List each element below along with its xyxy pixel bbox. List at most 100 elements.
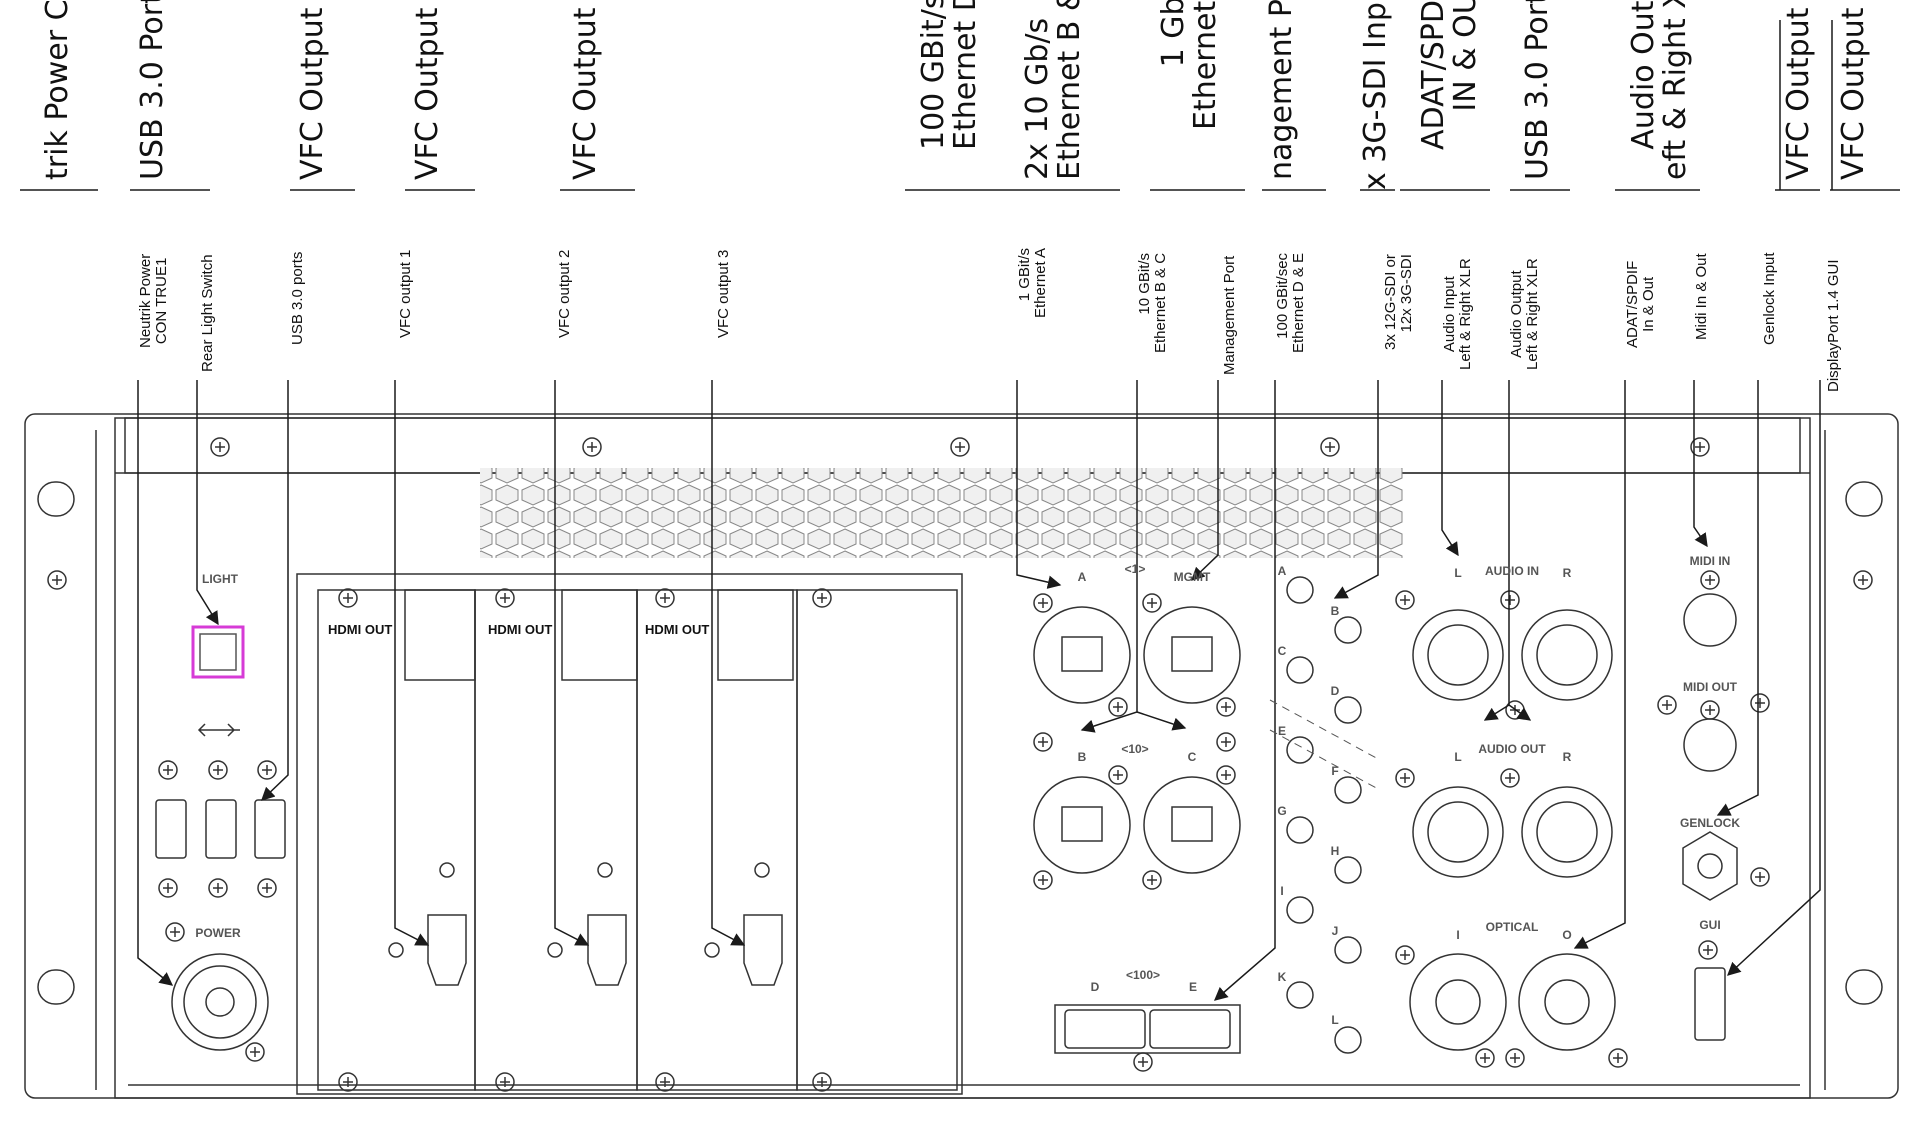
screw-cross xyxy=(817,1077,827,1087)
screw-cross xyxy=(1858,575,1868,585)
screw-cross xyxy=(213,765,223,775)
screw-cross xyxy=(1147,598,1157,608)
header-label-vfc1-d: VFC Output 1 xyxy=(1836,0,1871,180)
screw xyxy=(1500,768,1520,788)
label-genlock: GENLOCK xyxy=(1680,816,1740,830)
screw xyxy=(1505,1048,1525,1068)
screw xyxy=(245,1042,265,1062)
screw xyxy=(1698,940,1718,960)
screw xyxy=(582,437,602,457)
xlr-connectors xyxy=(1409,609,1616,1051)
label-eth-10: <10> xyxy=(1121,742,1149,756)
screw-cross xyxy=(660,593,670,603)
label-sdi-c: C xyxy=(1277,644,1287,658)
label-hdmi-out-3: HDMI OUT xyxy=(645,622,710,637)
label-sdi-b: B xyxy=(1330,604,1340,618)
screw-cross xyxy=(262,883,272,893)
screw-cross xyxy=(1221,770,1231,780)
label-sdi-g: G xyxy=(1277,804,1287,818)
screw xyxy=(1750,693,1770,713)
screw xyxy=(158,760,178,780)
power-connector xyxy=(171,953,269,1051)
screw xyxy=(1608,1048,1628,1068)
screw xyxy=(208,878,228,898)
screw-cross xyxy=(1662,700,1672,710)
label-sdi-j: J xyxy=(1331,924,1339,938)
screw xyxy=(950,437,970,457)
screw xyxy=(1700,700,1720,720)
label-hdmi-out-1: HDMI OUT xyxy=(328,622,393,637)
screw-cross xyxy=(163,883,173,893)
header-label-100g: 100 GBit/sec Ethernet D & E xyxy=(916,0,983,150)
screw xyxy=(812,588,832,608)
screw-cross xyxy=(1138,1057,1148,1067)
screw xyxy=(1142,870,1162,890)
label-audio-out: AUDIO OUT xyxy=(1478,742,1546,756)
callout-light-switch: Rear Light Switch xyxy=(199,254,216,372)
screw xyxy=(47,570,67,590)
sdi-connectors xyxy=(1286,576,1362,1054)
label-eth-b: B xyxy=(1077,750,1087,764)
label-audio-in: AUDIO IN xyxy=(1485,564,1539,578)
label-optical: OPTICAL xyxy=(1485,920,1539,934)
label-audio-in-r: R xyxy=(1562,566,1572,580)
screw-cross xyxy=(1505,773,1515,783)
header-label-10g: 2x 10 Gb/s Ethernet B & C xyxy=(1020,0,1087,180)
header-label-vfc1-c: VFC Output 1 xyxy=(1781,0,1816,180)
screw-cross xyxy=(1113,770,1123,780)
callout-vfc2: VFC output 2 xyxy=(556,249,573,338)
label-audio-out-l: L xyxy=(1454,750,1462,764)
header-label-1g: 1 Gb/s Ethernet A xyxy=(1156,0,1223,130)
header-label-vfc1-a: VFC Output 1 xyxy=(295,0,330,180)
screw xyxy=(1033,870,1053,890)
screw-cross xyxy=(1400,950,1410,960)
screw-cross xyxy=(250,1047,260,1057)
label-optical-out: O xyxy=(1562,928,1572,942)
screw-cross xyxy=(1705,705,1715,715)
screw xyxy=(1395,945,1415,965)
label-sdi-e: E xyxy=(1277,724,1287,738)
label-sdi-h: H xyxy=(1330,844,1340,858)
screw xyxy=(495,588,515,608)
light-switch[interactable] xyxy=(191,625,245,679)
screw-cross xyxy=(262,765,272,775)
screw-cross xyxy=(1695,442,1705,452)
screw-cross xyxy=(660,1077,670,1087)
screw-cross xyxy=(1113,702,1123,712)
header-label-audio-out: Audio Output eft & Right XLR xyxy=(1626,0,1693,180)
screw-cross xyxy=(1505,595,1515,605)
screw-cross xyxy=(500,1077,510,1087)
callout-vfc3: VFC output 3 xyxy=(715,249,732,338)
screw xyxy=(165,922,185,942)
callout-eth-bc: 10 GBit/s Ethernet B & C xyxy=(1136,252,1169,353)
screw xyxy=(210,437,230,457)
screw xyxy=(1395,590,1415,610)
screw-cross xyxy=(1703,945,1713,955)
callout-lines xyxy=(137,380,1821,1001)
vent-grille xyxy=(480,468,1405,558)
midi-genlock-dp xyxy=(1682,593,1738,1041)
screw-cross xyxy=(1705,575,1715,585)
header-label-vfc2: VFC Output 2 xyxy=(568,0,603,180)
screw xyxy=(1216,732,1236,752)
screw xyxy=(812,1072,832,1092)
label-eth-d: D xyxy=(1090,980,1100,994)
callout-eth-de: 100 GBit/sec Ethernet D & E xyxy=(1274,252,1307,353)
screws xyxy=(47,437,1873,1092)
screw xyxy=(1657,695,1677,715)
ethernet-ports xyxy=(1033,606,1241,1054)
screw-cross xyxy=(1038,875,1048,885)
screw-cross xyxy=(1325,442,1335,452)
screw xyxy=(1133,1052,1153,1072)
screw-cross xyxy=(1221,702,1231,712)
label-audio-out-r: R xyxy=(1562,750,1572,764)
header-label-usb-left: USB 3.0 Ports xyxy=(135,0,170,180)
screw xyxy=(655,588,675,608)
callout-sdi: 3x 12G-SDI or 12x 3G-SDI xyxy=(1382,254,1415,350)
hdmi-ports xyxy=(388,862,783,986)
label-gui: GUI xyxy=(1699,918,1721,932)
label-eth-a: A xyxy=(1077,570,1087,584)
callout-neutrik: Neutrik Power CON TRUE1 xyxy=(137,253,170,348)
screw-cross xyxy=(1147,875,1157,885)
